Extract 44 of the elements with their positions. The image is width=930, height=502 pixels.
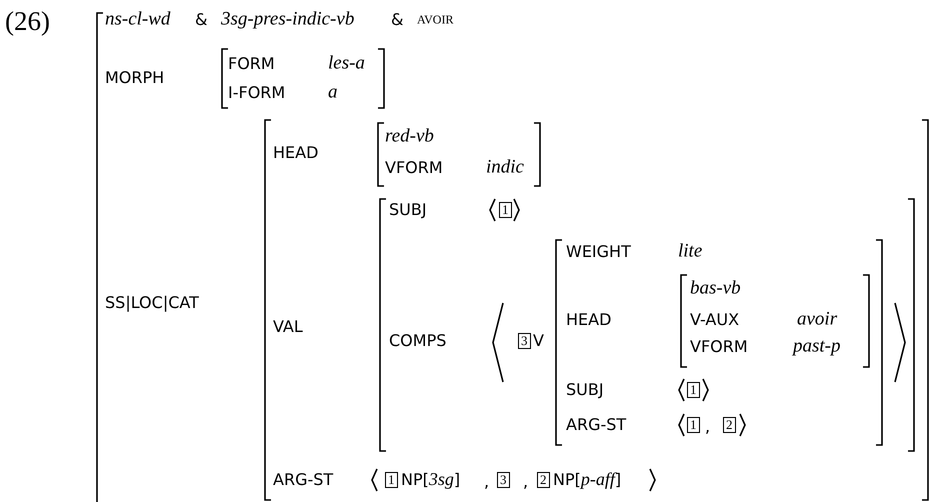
category-label: NP[3sg]: [401, 470, 460, 490]
feature-name: SUBJ: [566, 381, 604, 399]
comma: ,: [523, 473, 528, 491]
feature-name: SUBJ: [389, 201, 427, 219]
comma: ,: [705, 418, 710, 436]
tag-number: 3: [518, 333, 530, 349]
tag-number: 2: [723, 417, 736, 433]
feature-value: lite: [678, 242, 702, 262]
feature-name: VAL: [273, 318, 303, 336]
tag-number: 1: [499, 202, 512, 218]
feature-name: FORM: [228, 55, 275, 73]
tag-number: 2: [537, 472, 550, 488]
feature-name: ARG-ST: [273, 471, 334, 489]
comma: ,: [484, 473, 490, 491]
tag-number: 1: [687, 417, 700, 433]
type-label: bas-vb: [690, 278, 741, 300]
feature-name: SS|LOC|CAT: [105, 294, 199, 312]
category-label: V: [533, 332, 544, 350]
type-label: red-vb: [385, 126, 434, 148]
feature-name: ARG-ST: [566, 416, 626, 434]
feature-value: past-p: [793, 336, 840, 358]
tag-number: 1: [687, 382, 700, 398]
feature-name: COMPS: [389, 332, 446, 350]
feature-value: a: [328, 82, 338, 104]
category-label: NP[p-aff]: [553, 470, 622, 490]
feature-name: MORPH: [105, 69, 164, 87]
type-label: 3sg-pres-indic-vb: [221, 10, 354, 30]
feature-name: WEIGHT: [566, 243, 631, 261]
type-label: avoir: [417, 10, 454, 28]
feature-name: I-FORM: [228, 84, 286, 102]
ampersand: &: [195, 11, 208, 29]
feature-value: les-a: [328, 54, 365, 74]
feature-value: avoir: [797, 310, 838, 330]
feature-name: VFORM: [385, 159, 443, 177]
feature-name: V-AUX: [690, 311, 740, 329]
tag-number: 3: [497, 472, 510, 488]
feature-name: VFORM: [690, 338, 748, 356]
tag-number: 1: [385, 472, 398, 488]
feature-name: HEAD: [566, 311, 612, 329]
example-number: (26): [5, 7, 50, 37]
feature-value: indic: [486, 158, 524, 178]
type-label: ns-cl-wd: [105, 10, 170, 30]
ampersand: &: [391, 11, 404, 29]
feature-name: HEAD: [273, 144, 318, 162]
